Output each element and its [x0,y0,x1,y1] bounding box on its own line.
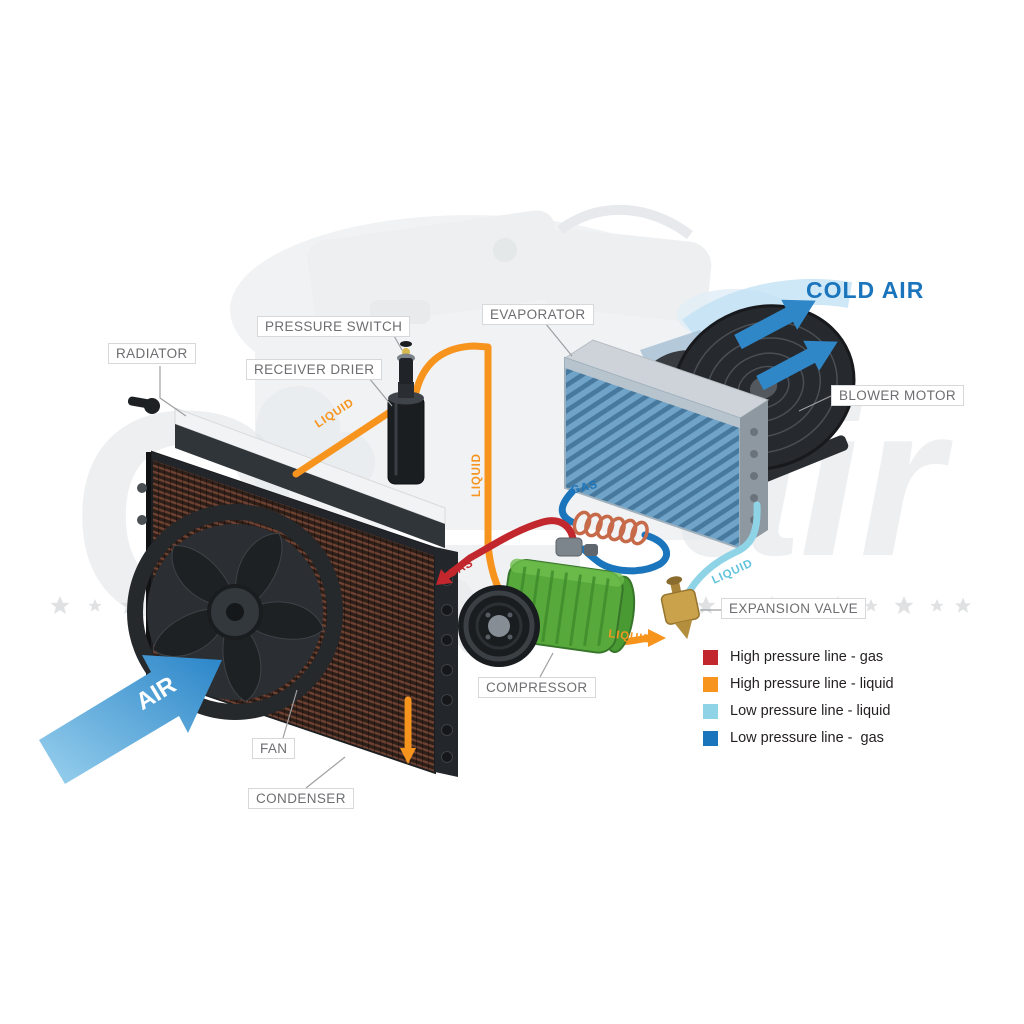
label-pressure-switch: PRESSURE SWITCH [257,316,411,337]
flow-arrow [436,569,453,585]
legend-label: High pressure line - liquid [730,676,894,692]
leader-lines [159,317,832,789]
high-pressure-liquid-line [292,408,394,478]
legend-item: Low pressure line - liquid [703,703,894,719]
low-pressure-gas-line [558,488,576,526]
flow-arrow [400,748,416,764]
fan [127,504,343,720]
label-evaporator: EVAPORATOR [482,304,594,325]
pressure-switch [397,341,415,384]
legend-label: Low pressure line - liquid [730,703,891,719]
label-expansion-valve: EXPANSION VALVE [721,598,867,619]
high-pressure-gas-line [443,517,578,580]
cold-air-label: COLD AIR [806,277,925,303]
label-condenser: CONDENSER [248,788,354,809]
label-blower-motor: BLOWER MOTOR [831,385,965,406]
legend-label: Low pressure line - gas [730,730,884,746]
legend-swatch-high-liquid [703,676,718,692]
legend-swatch-low-liquid [703,703,718,719]
legend-item: High pressure line - gas [703,649,894,665]
evaporator [563,339,770,550]
legend-label: High pressure line - gas [730,649,884,665]
high-pressure-liquid-line [412,342,492,549]
cold-air-stream [682,278,853,341]
low-pressure-liquid-line [682,501,761,601]
compressor [458,537,636,667]
label-radiator: RADIATOR [108,343,196,364]
label-compressor: COMPRESSOR [478,677,596,698]
legend-swatch-high-gas [703,649,718,665]
expansion-valve [660,576,700,640]
legend: High pressure line - gas High pressure l… [703,649,894,757]
label-receiver-drier: RECEIVER DRIER [246,359,383,380]
liquid-label: LIQUID [471,453,483,497]
label-fan: FAN [252,738,296,759]
legend-item: High pressure line - liquid [703,676,894,692]
legend-swatch-low-gas [703,730,718,746]
suction-hose-coil [572,510,649,546]
receiver-drier [387,382,425,485]
legend-item: Low pressure line - gas [703,730,894,746]
flow-arrow [648,629,666,647]
